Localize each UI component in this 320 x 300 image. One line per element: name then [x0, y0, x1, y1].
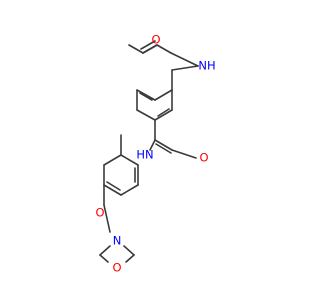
atom-label-amide-oxygen: O — [199, 151, 208, 165]
bond-acetyl-ch3 — [128, 44, 144, 54]
bond-amide-o — [171, 149, 197, 159]
bond-acetyl-methyl — [142, 44, 158, 54]
molecule-diagram: O NH O HN O N O — [95, 33, 215, 275]
bond-ring1-b — [154, 89, 173, 101]
atom-label-acetyl-oxygen: O — [151, 33, 160, 47]
atom-label-layer: O NH O HN O N O — [95, 33, 215, 275]
bond-acetyl-c-n — [156, 44, 172, 54]
bond-co-acetyl-2 — [140, 40, 156, 50]
bond-morph-c — [123, 245, 135, 256]
bond-ring1-f — [154, 109, 173, 121]
bond-ring2-e — [103, 154, 122, 166]
atom-label-amide-nh: HN — [136, 148, 153, 162]
atom-label-morpholine-nitrogen: N — [113, 234, 122, 248]
bond-ring2-c — [103, 184, 122, 196]
atom-label-morpholine-oxygen: O — [112, 261, 121, 275]
bond-n-ch2-a — [170, 52, 199, 67]
bond-co-n — [103, 204, 111, 233]
atom-label-carbonyl-oxygen: O — [95, 206, 104, 220]
bond-amide-co — [154, 139, 173, 151]
bond-ring2-f — [120, 154, 139, 166]
bond-ring1-inner-1 — [157, 108, 170, 117]
bond-morph-d — [125, 254, 135, 263]
bond-ring1-inner-2 — [139, 92, 153, 101]
bond-ch2-ring — [171, 65, 199, 71]
bond-ring2-b — [120, 184, 139, 196]
bond-ring1-e — [136, 109, 156, 121]
bond-morph-a — [99, 245, 111, 256]
bond-ring2-inner-2 — [106, 181, 121, 191]
bond-amide-n — [149, 139, 156, 151]
bond-layer — [99, 40, 199, 263]
bond-morph-b — [99, 254, 109, 263]
structure-canvas: O NH O HN O N O — [95, 33, 215, 275]
atom-label-amine-nh: NH — [198, 59, 215, 73]
bond-amide-co-2 — [155, 143, 172, 154]
bond-ring1-c — [136, 89, 156, 101]
